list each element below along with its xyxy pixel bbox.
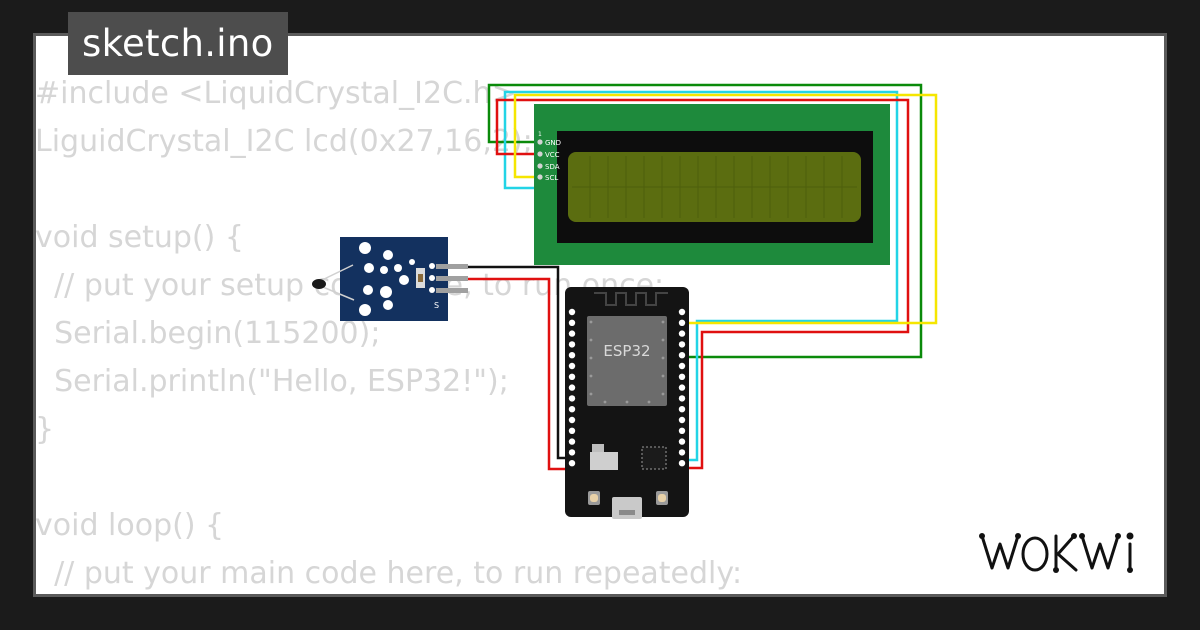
header-pin — [678, 373, 686, 380]
header-pin — [568, 341, 576, 348]
header-pin — [568, 449, 576, 456]
en-button-cap — [658, 494, 666, 502]
esp32-shield-dots — [589, 320, 665, 404]
code-editor: #include <LiquidCrystal_I2C.h>LiguidCrys… — [35, 70, 742, 598]
solder-pad — [364, 263, 374, 273]
mount-hole — [359, 304, 371, 316]
header-pin — [568, 319, 576, 326]
wifi-antenna — [594, 292, 668, 306]
wires — [468, 83, 938, 471]
header-pad — [429, 263, 435, 269]
header-pin — [568, 384, 576, 391]
header-pin — [678, 460, 686, 467]
header-pin — [678, 341, 686, 348]
code-line: void setup() { — [35, 220, 244, 255]
header-pad — [429, 275, 435, 281]
header-pin — [568, 416, 576, 424]
header-pin — [568, 352, 576, 359]
wire-red-lcd — [495, 98, 910, 470]
lcd-pin-header — [537, 139, 543, 180]
usb-port — [612, 497, 642, 519]
lcd-character-grid — [572, 156, 857, 218]
header-pin — [678, 352, 686, 359]
header-pin — [568, 373, 576, 380]
header-pad — [429, 287, 435, 293]
sensor-pin-label: S — [434, 301, 439, 310]
esp32-chip-label: ESP32 — [603, 342, 650, 360]
sensor-pins — [436, 264, 468, 293]
lcd-pin-gnd: GND — [545, 139, 561, 147]
wire-cyan — [503, 90, 899, 462]
header-pin — [568, 362, 576, 370]
thermistor — [312, 279, 326, 289]
wire-black-sensor — [468, 265, 570, 460]
header-pin — [568, 460, 576, 467]
code-line: } — [35, 412, 55, 447]
lcd-pin-sda: SDA — [545, 163, 560, 171]
temperature-sensor-module[interactable]: S — [312, 237, 468, 321]
header-pin — [678, 330, 686, 337]
usb-uart-chip — [641, 446, 667, 470]
lcd-pin-vcc: VCC — [545, 151, 560, 159]
wokwi-logo — [979, 532, 1134, 573]
lcd-pin-marker: 1 — [538, 131, 542, 138]
solder-pad — [383, 300, 393, 310]
header-pin — [678, 427, 686, 434]
solder-pad — [409, 259, 415, 265]
thermistor-lead — [317, 284, 355, 301]
header-pin — [678, 395, 686, 402]
header-pin — [678, 362, 686, 370]
solder-pad — [394, 264, 402, 272]
header-pin — [568, 406, 576, 413]
lcd-display[interactable]: 1 GND VCC SDA SCL — [534, 104, 890, 265]
code-line: Serial.println("Hello, ESP32!"); — [35, 364, 509, 399]
solder-pad — [363, 285, 373, 295]
esp32-board[interactable]: ESP32 — [565, 287, 689, 519]
header-pin — [568, 330, 576, 337]
header-pin — [568, 308, 576, 316]
esp32-module — [587, 316, 667, 406]
esp32-right-pins — [678, 308, 686, 467]
code-line: #include <LiquidCrystal_I2C.h> — [35, 76, 517, 111]
resistor-body — [418, 274, 423, 282]
solder-pad — [380, 286, 392, 298]
code-line: // put your main code here, to run repea… — [35, 556, 743, 591]
header-pin — [678, 308, 686, 316]
solder-pad — [380, 266, 388, 274]
wire-yellow — [513, 93, 938, 325]
voltage-regulator — [590, 452, 618, 470]
wire-red-sensor — [468, 277, 570, 471]
header-pin — [568, 427, 576, 434]
esp32-left-pins — [568, 308, 576, 467]
header-pin — [678, 319, 686, 326]
boot-button-cap — [590, 494, 598, 502]
header-pin — [678, 416, 686, 424]
header-pin — [678, 406, 686, 413]
header-pin — [678, 438, 686, 445]
solder-pad — [399, 275, 409, 285]
lcd-pin-scl: SCL — [545, 174, 558, 182]
solder-pad — [383, 250, 393, 260]
header-pin — [678, 449, 686, 456]
header-pin — [678, 384, 686, 391]
thermistor-lead — [317, 264, 354, 283]
mount-hole — [359, 242, 371, 254]
header-pin — [568, 395, 576, 402]
file-title: sketch.ino — [68, 12, 288, 75]
header-pin — [568, 438, 576, 445]
code-line: Serial.begin(115200); — [35, 316, 381, 351]
regulator-tab — [592, 444, 604, 452]
code-line: void loop() { — [35, 508, 225, 543]
usb-port-slot — [619, 510, 635, 515]
